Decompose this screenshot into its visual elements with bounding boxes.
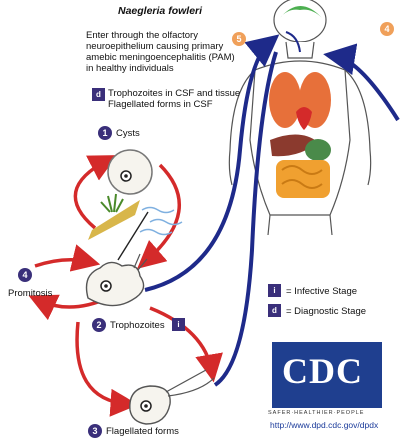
arrow-from-right [323, 43, 400, 122]
stage-label-trophozoites: Trophozoites [110, 320, 165, 331]
arrow-flagellated-to-troph [149, 306, 223, 383]
cdc-logo: CDC [272, 342, 382, 408]
stage-label-flagellated: Flagellated forms [106, 426, 179, 437]
arrow-troph-to-cyst [73, 155, 118, 230]
legend-infective-label: = Infective Stage [286, 286, 358, 297]
arrow-cyst-to-troph [137, 163, 182, 269]
csf-diagnostic-badge: d [92, 88, 105, 101]
environment-scene [88, 193, 183, 261]
stage-number-flagellated: 3 [88, 424, 102, 438]
trophozoite-infective-badge: i [172, 318, 185, 331]
source-url[interactable]: http://www.dpd.cdc.gov/dpdx [270, 420, 379, 430]
right-step-number: 4 [380, 22, 394, 36]
arrow-troph-to-flagellated [75, 321, 139, 417]
human-figure [228, 0, 372, 236]
legend-infective-badge: i [268, 284, 281, 297]
flagellated-organism [129, 369, 215, 425]
infection-arrows [144, 34, 400, 387]
entry-description: Enter through the olfactory neuroepithel… [86, 30, 235, 74]
stage-label-cysts: Cysts [116, 128, 140, 139]
arrow-flagellated-to-human [213, 51, 278, 387]
trophozoite-organism [85, 253, 148, 307]
stage-number-promitosis: 4 [18, 268, 32, 282]
stage-number-trophozoites: 2 [92, 318, 106, 332]
arrow-promitosis-to-troph [34, 244, 101, 272]
cdc-logo-letters: CDC [282, 351, 363, 391]
stage-number-cysts: 1 [98, 126, 112, 140]
stage-label-promitosis: Promitosis [8, 288, 53, 299]
organism-title: Naegleria fowleri [118, 5, 203, 17]
csf-description: Trophozoites in CSF and tissue Flagellat… [108, 88, 241, 110]
cyst-organism [107, 149, 153, 195]
entry-step-number: 5 [232, 32, 246, 46]
cdc-tagline: SAFER·HEALTHIER·PEOPLE [268, 410, 365, 416]
legend-diagnostic-label: = Diagnostic Stage [286, 306, 367, 317]
brain-region [280, 6, 322, 18]
legend-diagnostic-badge: d [268, 304, 281, 317]
arrow-troph-to-human [144, 34, 280, 292]
